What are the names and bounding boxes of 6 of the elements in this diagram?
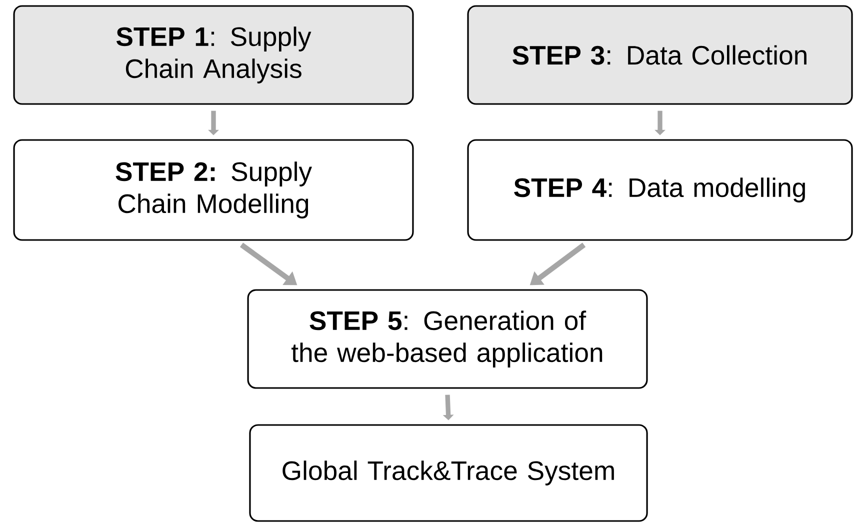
process-box: STEP 4: Data modelling (467, 139, 853, 241)
process-box: STEP 1: Supply Chain Analysis (13, 5, 414, 105)
process-box: STEP 5: Generation of the web-based application (247, 289, 648, 389)
process-box: STEP 2: Supply Chain Modelling (13, 139, 414, 241)
process-box: STEP 3: Data Collection (467, 5, 853, 105)
process-box: Global Track&Trace System (249, 424, 648, 522)
